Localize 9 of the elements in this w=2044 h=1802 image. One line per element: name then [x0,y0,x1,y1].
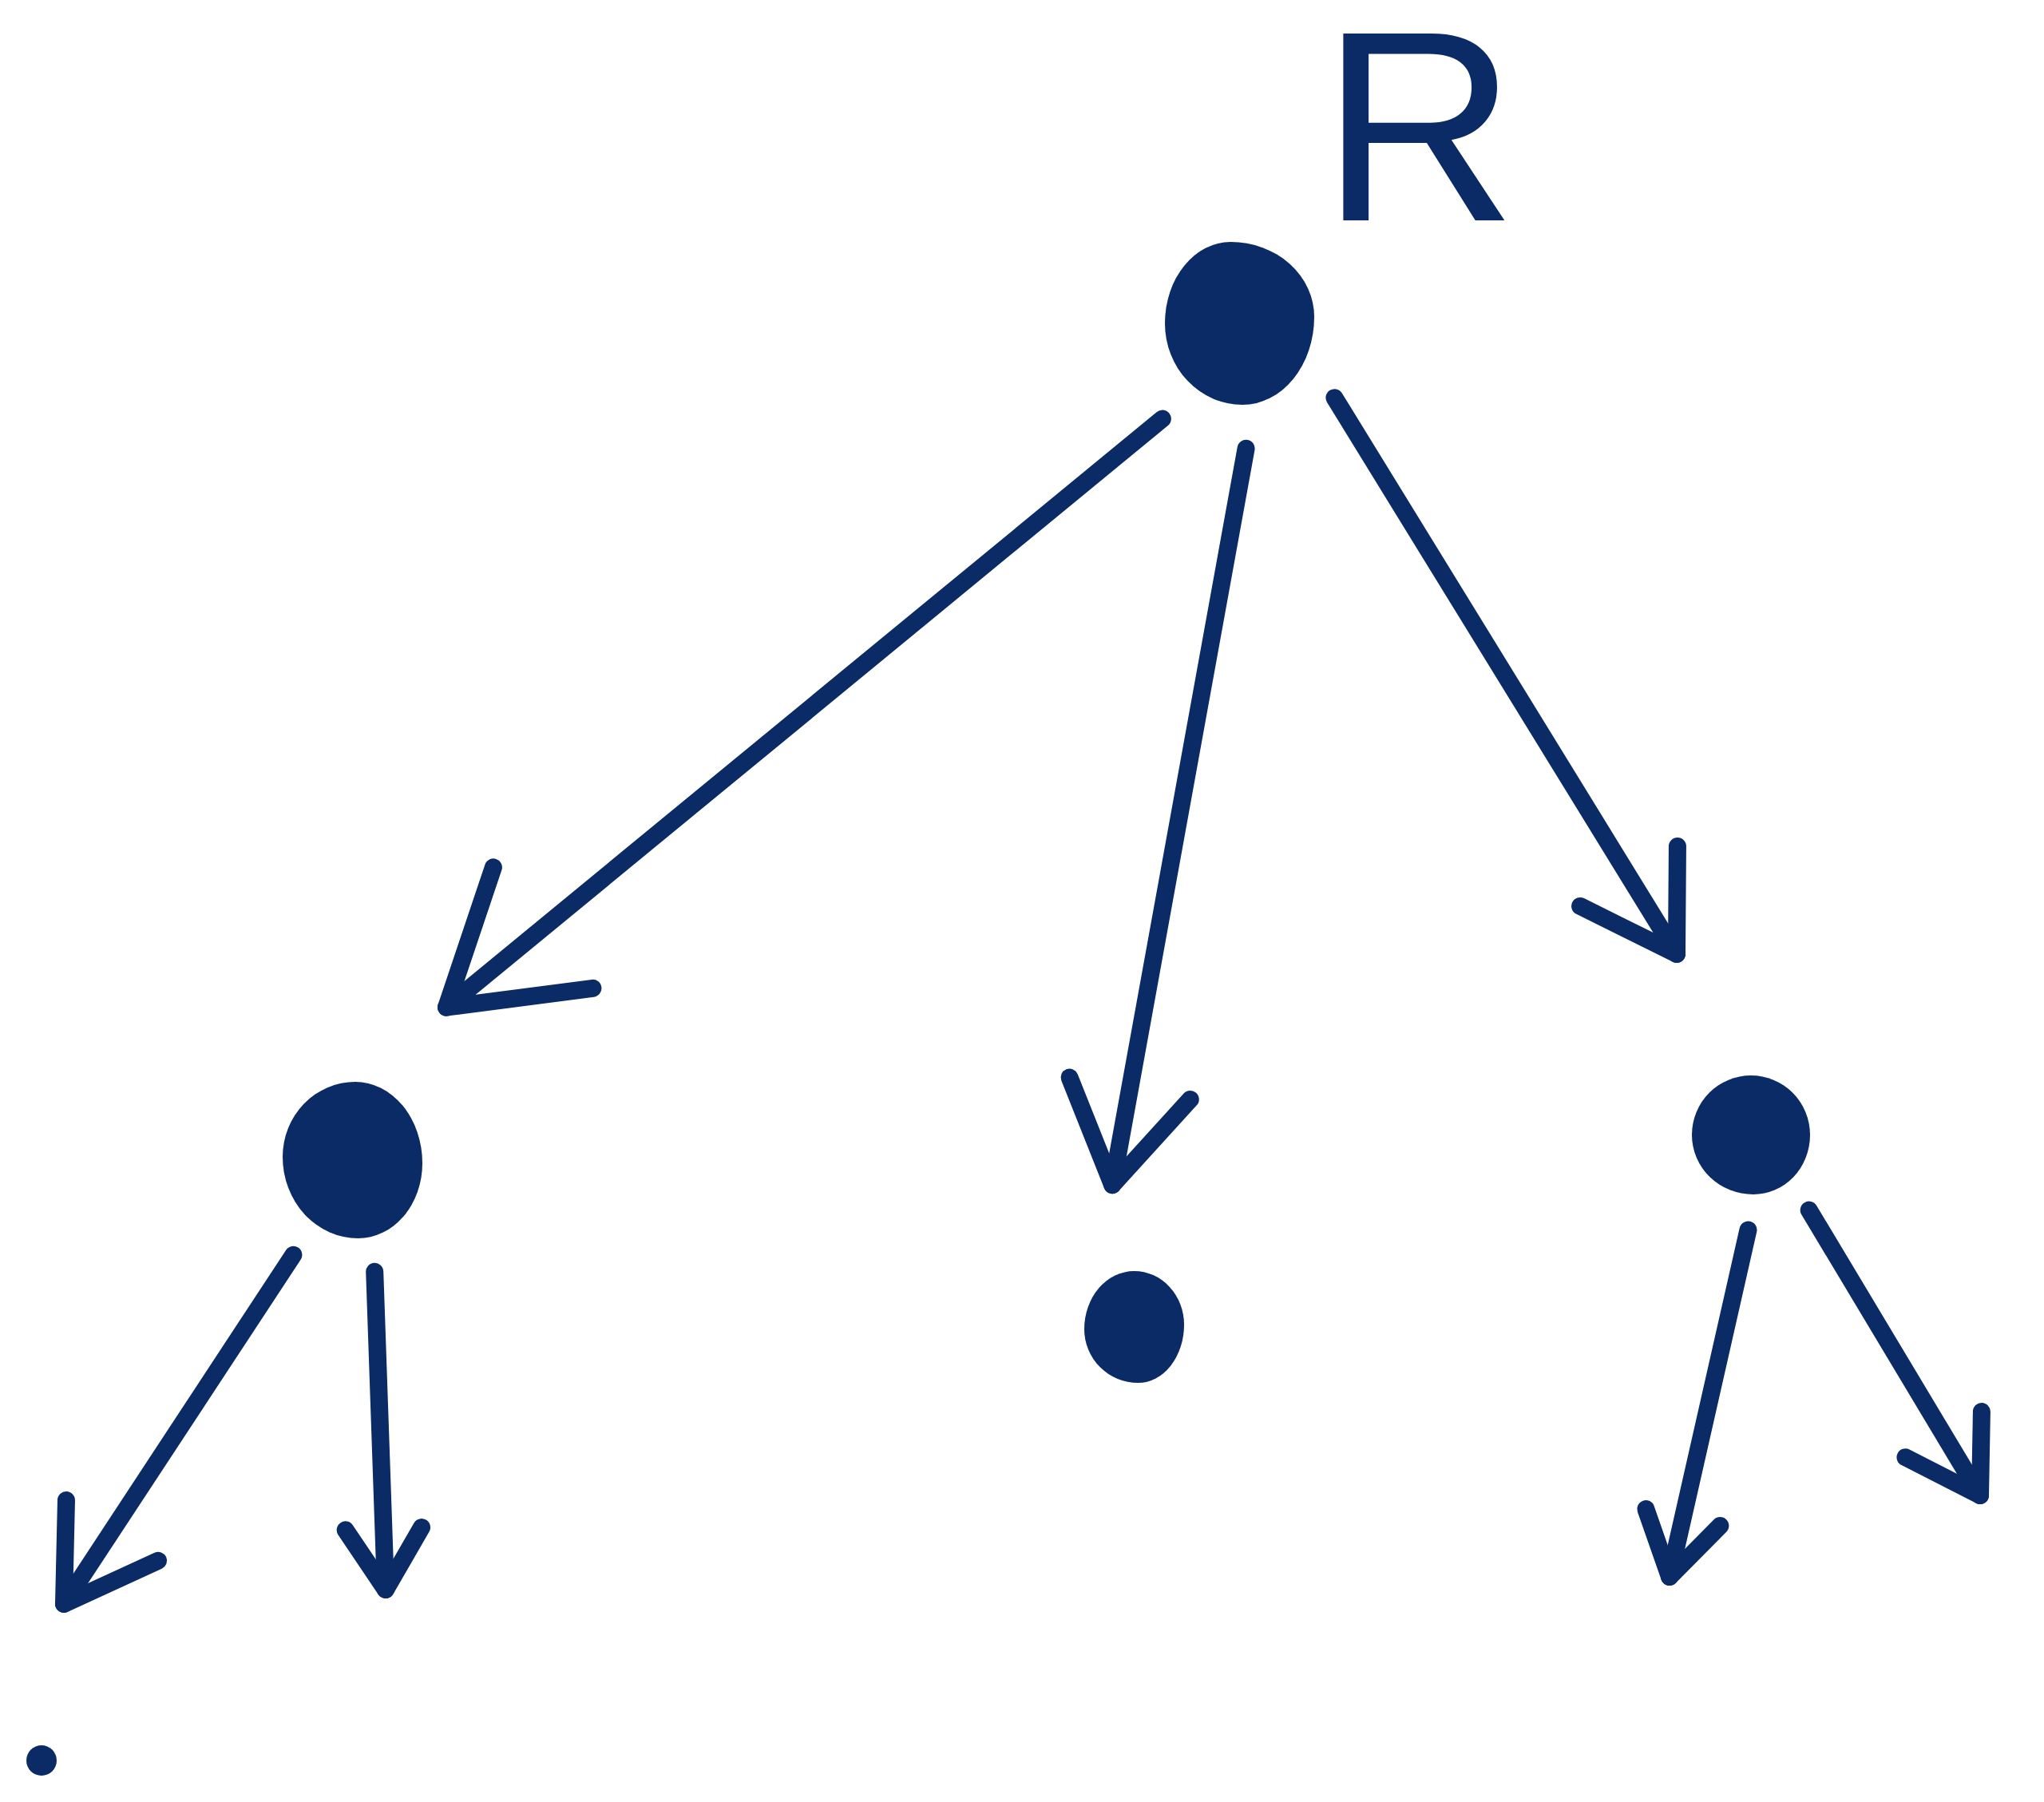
arrow [1060,439,1255,1194]
arrow [55,1246,303,1613]
arrow [1637,1221,1757,1586]
arrow [437,410,1171,1016]
arrow [1325,389,1686,963]
arrow [1800,1201,1991,1504]
arrow [336,1262,430,1598]
letter-label: R [1321,18,1518,235]
filled-dot [26,1745,57,1776]
